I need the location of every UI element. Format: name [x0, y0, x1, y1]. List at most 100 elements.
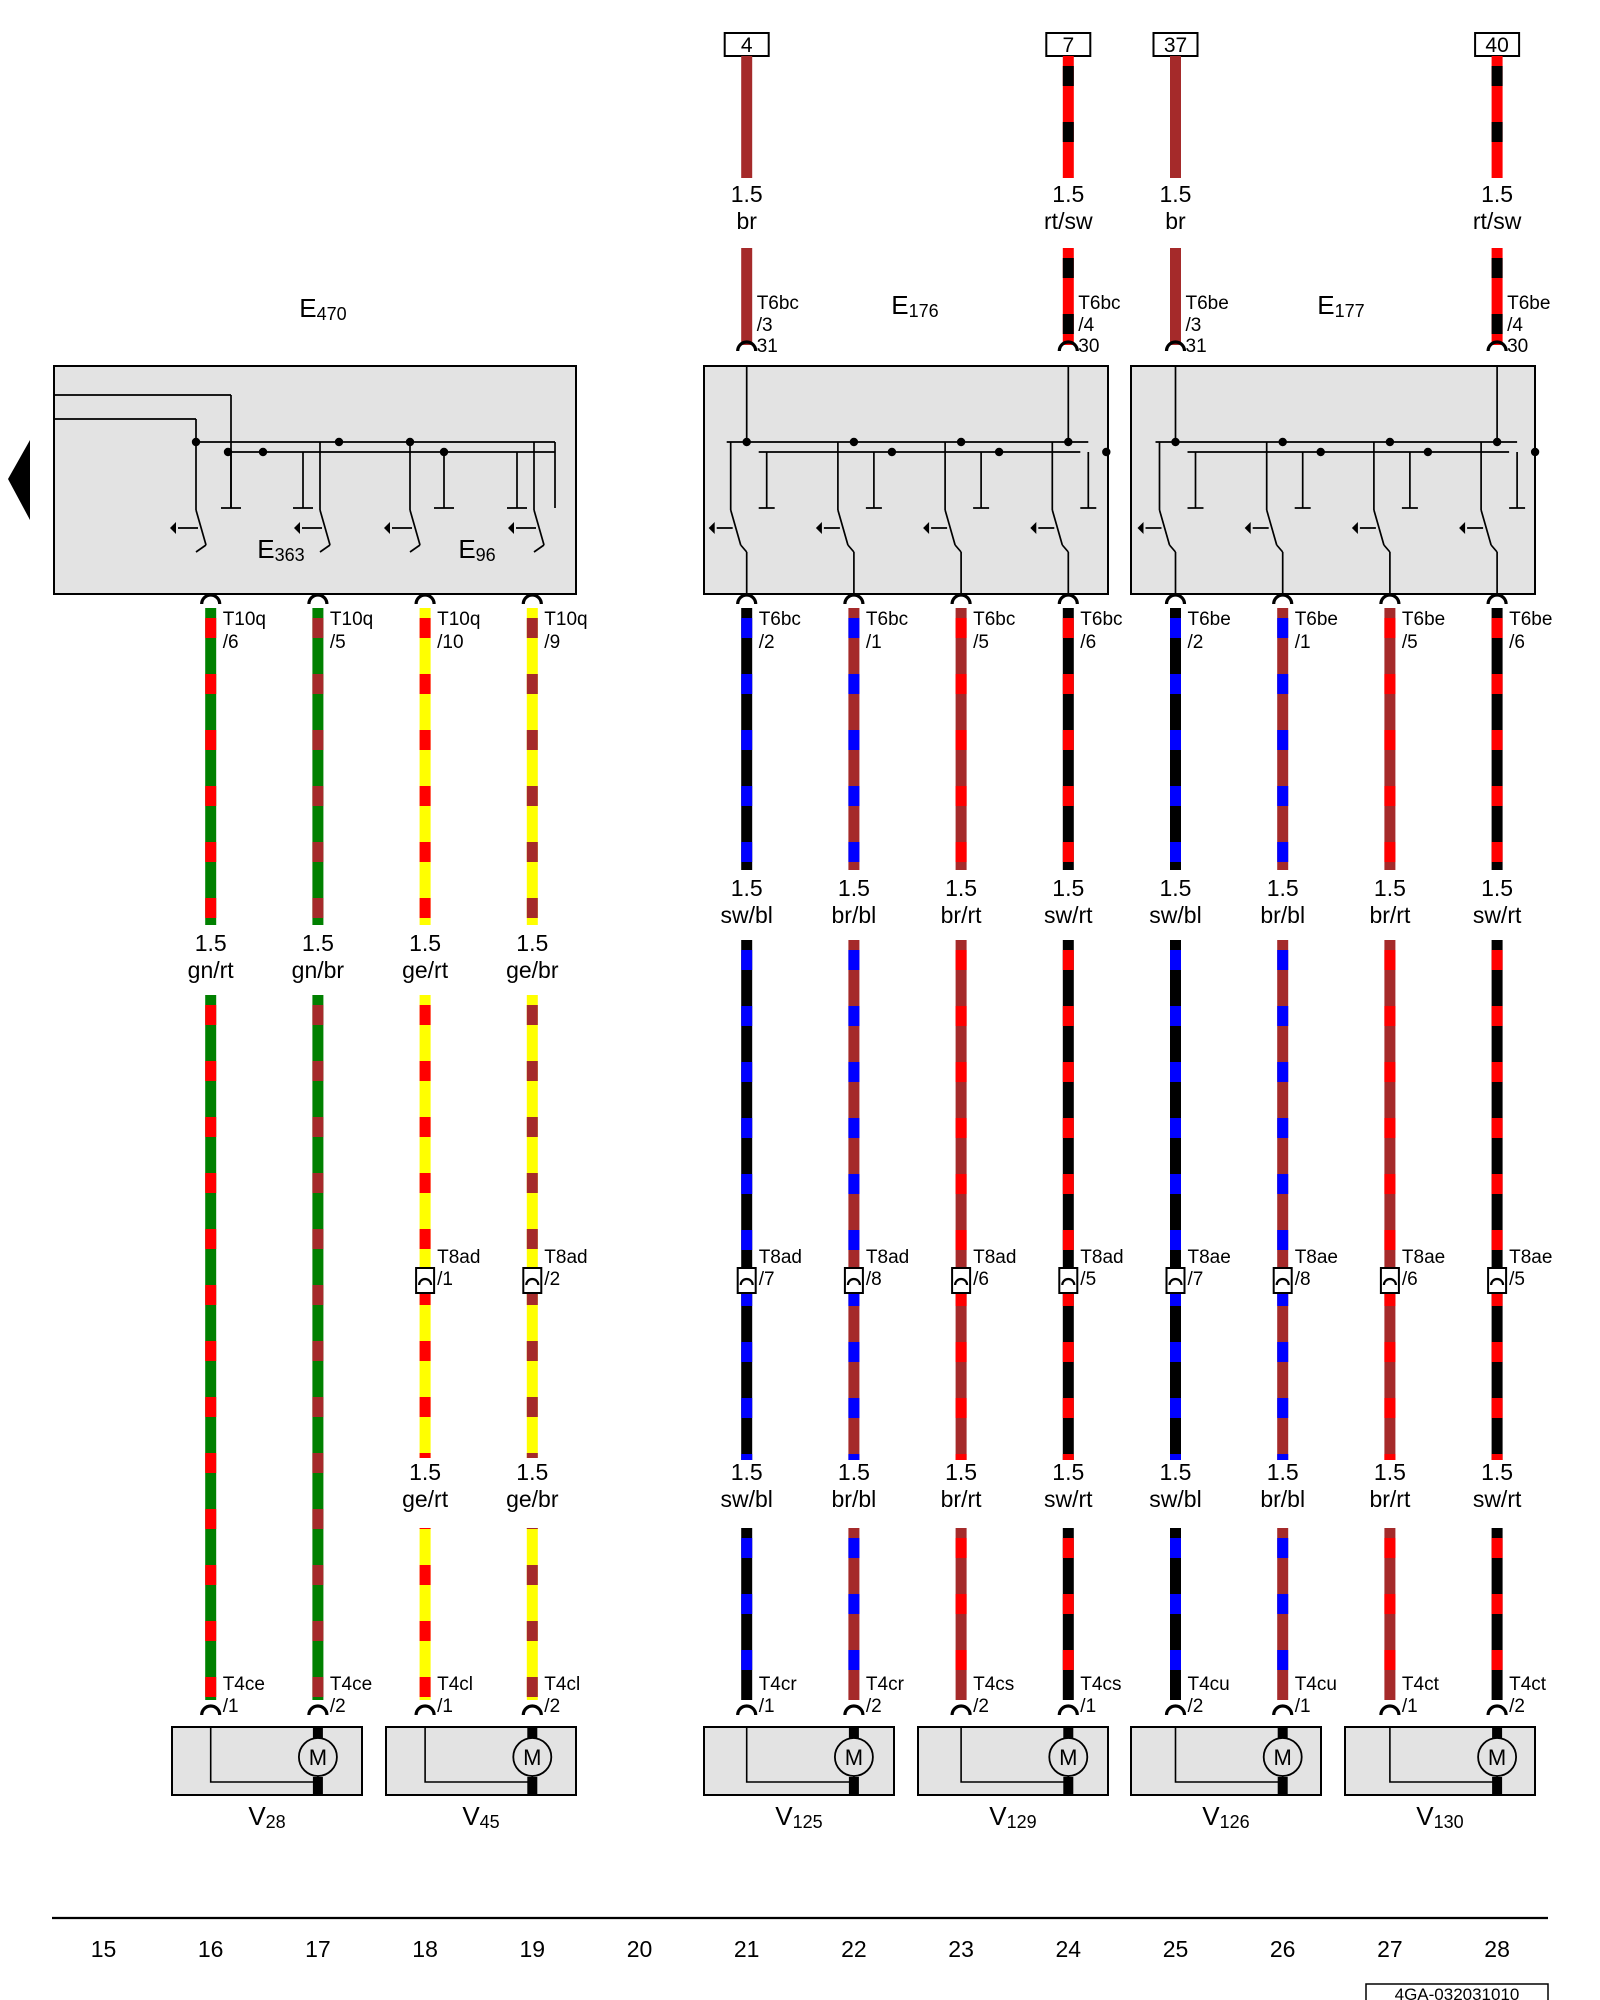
- wire-stripe: [205, 1677, 217, 1697]
- connector-terminal: 31: [1186, 336, 1207, 357]
- wire-upper: [1384, 608, 1396, 870]
- wire-stripe: [205, 1341, 217, 1361]
- split-connector-box: [415, 1267, 436, 1294]
- wire-lower: [1491, 1528, 1503, 1700]
- component-boxes: [8, 32, 1549, 2000]
- wire-stripe: [955, 1174, 967, 1194]
- connector-arc: [1057, 1704, 1079, 1716]
- junction-dot: [1171, 437, 1180, 447]
- wire-stripe: [312, 1621, 324, 1641]
- connector-arc: [843, 593, 865, 605]
- connector-pin: /2: [973, 1696, 989, 1717]
- wire-color-label: ge/br: [506, 1486, 559, 1512]
- wire-stripe: [1277, 1230, 1289, 1250]
- connector-pin: /1: [759, 1696, 775, 1717]
- wire-stripe: [955, 730, 967, 750]
- wire-upper: [526, 608, 538, 925]
- wire-stripe: [1384, 1650, 1396, 1670]
- wire-base: [1170, 56, 1181, 178]
- connector-name: T6be: [1295, 609, 1338, 630]
- wire-stripe: [1491, 786, 1503, 806]
- component-label-v45: V45: [462, 1801, 499, 1832]
- wire-stripe: [1062, 1342, 1074, 1362]
- switch-arrow: [1137, 522, 1144, 534]
- switch-arrow: [170, 522, 176, 534]
- wire-stripe: [1384, 1230, 1396, 1250]
- wire-stripe: [955, 1118, 967, 1138]
- connector-pin: /1: [437, 1696, 453, 1717]
- connector-pin: /2: [866, 1696, 882, 1717]
- wire-stripe: [205, 1005, 217, 1025]
- wire-stripe: [848, 1594, 860, 1614]
- switch-contact: [1168, 544, 1177, 553]
- wire-stripe: [1170, 1454, 1181, 1460]
- wire-color-label: ge/rt: [402, 957, 449, 983]
- connector-arc: [1164, 340, 1187, 352]
- wire-stripe: [1384, 1286, 1396, 1306]
- switch-contact: [195, 544, 207, 553]
- switch-blade: [837, 509, 849, 546]
- wire-stripe: [741, 842, 753, 862]
- wire-base: [1491, 248, 1503, 345]
- wire-stripe: [1491, 1062, 1503, 1082]
- junction-dot: [887, 447, 897, 457]
- wire-color-label: sw/bl: [1149, 1486, 1201, 1512]
- connector-pin: /2: [1188, 632, 1204, 653]
- connector-pin: /1: [1402, 1696, 1418, 1717]
- wire-stripe: [1170, 786, 1181, 806]
- switch-blade: [944, 509, 956, 546]
- switch-contact: [1276, 544, 1284, 553]
- connector-name: T8ad: [973, 1247, 1016, 1268]
- wire-stripe: [741, 1286, 753, 1306]
- wire-stripe: [955, 1286, 967, 1306]
- split-connector-box: [522, 1267, 543, 1294]
- switch-contact: [533, 544, 545, 553]
- wire-stripe: [1491, 258, 1503, 278]
- wire-stripe: [741, 1118, 753, 1138]
- wire-middle: [1384, 940, 1396, 1460]
- wire-stripe: [312, 730, 324, 750]
- wire-stripe: [419, 842, 431, 862]
- junction-dot: [1316, 447, 1325, 457]
- component-box-e470: [53, 365, 577, 595]
- wire-upper: [205, 608, 217, 925]
- wire-stripe: [955, 1342, 967, 1362]
- label-gap: [525, 1458, 540, 1528]
- connector-pin: /2: [544, 1696, 560, 1717]
- wire-color-label: sw/rt: [1044, 902, 1093, 928]
- wire-stripe: [1384, 1118, 1396, 1138]
- connector-arc: [950, 593, 972, 605]
- wire-stripe: [1384, 1174, 1396, 1194]
- wire-stripe: [1277, 674, 1289, 694]
- connector-pin: /5: [1402, 632, 1418, 653]
- wire-size-label: 1.5: [1374, 875, 1406, 901]
- wire-color-label: br/rt: [1369, 1486, 1411, 1512]
- wire-size-label: 1.5: [302, 930, 334, 956]
- wire-stripe: [741, 1174, 753, 1194]
- wire-stripe: [1170, 1538, 1181, 1558]
- connector-pin: /8: [866, 1269, 882, 1290]
- wire-stripe: [1277, 842, 1289, 862]
- wire-stripe: [1384, 950, 1396, 970]
- connector-pin: /6: [1509, 632, 1525, 653]
- connector-name: T6bc: [866, 609, 908, 630]
- component-label-e176: E176: [891, 290, 938, 321]
- wire-stripe: [1491, 1454, 1503, 1460]
- wire-size-label: 1.5: [731, 181, 763, 207]
- wire-stripe: [1491, 1286, 1503, 1306]
- wire-stripe: [419, 618, 431, 638]
- switch-contact: [1383, 544, 1391, 553]
- junction-dot: [994, 447, 1004, 457]
- wire-stripe: [741, 1342, 753, 1362]
- wire-stripe: [741, 1594, 753, 1614]
- wire-color-label: sw/rt: [1044, 1486, 1093, 1512]
- wire-lower: [1170, 1528, 1181, 1700]
- wire-stripe: [526, 730, 538, 750]
- wire-base: [1170, 940, 1181, 1460]
- component-box-e177: [1130, 365, 1536, 595]
- connector-pin: /1: [223, 1696, 239, 1717]
- component-label-v28: V28: [248, 1801, 285, 1832]
- wire-stripe: [848, 1398, 860, 1418]
- switch-contact: [1490, 544, 1498, 553]
- motor-lead: [527, 1777, 538, 1795]
